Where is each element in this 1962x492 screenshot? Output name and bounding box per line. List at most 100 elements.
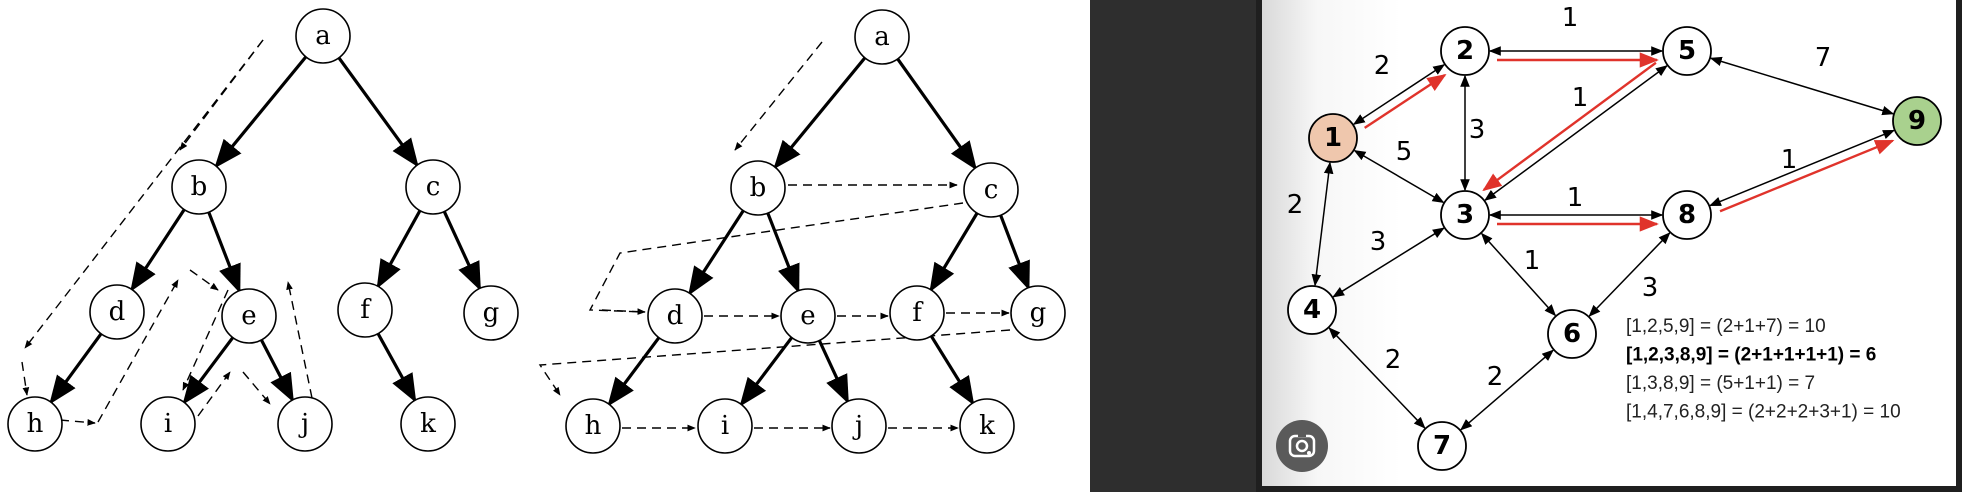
dfs-trav-i-e (197, 371, 231, 417)
edge-8-9 (1709, 129, 1895, 207)
google-lens-button[interactable] (1276, 420, 1328, 472)
dfs-trav-to-h (24, 39, 264, 349)
edge-4-7 (1328, 327, 1426, 429)
graph-node-2: 2 (1440, 26, 1490, 76)
bfs-edge-d-h (607, 336, 661, 407)
dfs-node-label-a: a (315, 21, 331, 51)
dfs-node-label-g: g (483, 298, 500, 328)
dfs-edge-c-g (442, 210, 482, 292)
bfs-edge-b-e (766, 212, 800, 294)
bfs-node-label-a: a (874, 22, 890, 52)
highlight-8-9 (1719, 139, 1895, 213)
bfs-edge-c-g (999, 214, 1030, 291)
dfs-node-label-f: f (360, 295, 372, 325)
dfs-trav-h-d (97, 279, 179, 423)
edge-3-5 (1484, 65, 1668, 201)
edge-3-4 (1332, 227, 1445, 298)
highlight-1-2 (1364, 73, 1447, 129)
bfs-node-label-i: i (721, 411, 729, 441)
dfs-trav-e-j (242, 371, 271, 405)
dark-divider (1090, 0, 1256, 492)
bfs-node-label-g: g (1030, 298, 1047, 328)
edge-5-9 (1709, 56, 1895, 116)
dfs-trav-d-e (189, 269, 219, 291)
dfs-trav-j-up (286, 281, 313, 399)
dfs-node-label-e: e (241, 301, 256, 331)
bfs-node-f: f (889, 285, 945, 341)
dfs-node-h: h (7, 396, 63, 452)
graph-node-label-7: 7 (1433, 431, 1451, 461)
bfs-edge-a-c (896, 58, 978, 171)
graph-node-label-8: 8 (1678, 200, 1696, 230)
dfs-edge-a-c (337, 56, 419, 168)
dfs-node-b: b (171, 159, 227, 215)
bfs-node-label-h: h (585, 411, 602, 441)
graph-node-label-1: 1 (1324, 123, 1342, 153)
edge-1-2 (1352, 64, 1446, 125)
weight-8-9: 1 (1781, 145, 1798, 175)
bfs-edge-a-b (773, 56, 867, 170)
bfs-trav-g-h (538, 329, 1011, 396)
graph-node-9: 9 (1892, 96, 1942, 146)
dfs-trav-h-in (21, 361, 30, 396)
dfs-node-c: c (405, 159, 461, 215)
bfs-edge-b-d (688, 209, 745, 296)
weight-3-8: 1 (1567, 183, 1584, 213)
dfs-node-label-i: i (164, 409, 172, 439)
bfs-node-g: g (1010, 285, 1066, 341)
weight-3-5: 1 (1572, 83, 1589, 113)
weight-1-2: 2 (1374, 51, 1391, 81)
dfs-node-f: f (337, 282, 393, 338)
weight-3-4: 3 (1370, 227, 1387, 257)
weight-3-6: 1 (1524, 246, 1541, 276)
graph-node-label-6: 6 (1563, 319, 1581, 349)
path-option-4: [1,4,7,6,8,9] = (2+2+2+3+1) = 10 (1626, 402, 1901, 423)
dfs-node-label-k: k (420, 409, 436, 439)
edge-6-7 (1460, 349, 1554, 431)
weight-6-7: 2 (1487, 362, 1504, 392)
bfs-node-label-e: e (800, 301, 815, 331)
weight-6-8: 3 (1642, 273, 1659, 303)
dfs-edge-d-h (49, 332, 103, 405)
bfs-node-label-j: j (852, 411, 863, 441)
path-option-2: [1,2,3,8,9] = (2+1+1+1+1) = 6 (1626, 345, 1876, 366)
bfs-node-label-k: k (979, 411, 995, 441)
weight-2-3: 3 (1469, 115, 1486, 145)
edge-1-4 (1311, 161, 1334, 287)
edge-1-3 (1353, 149, 1445, 204)
bfs-node-c: c (963, 162, 1019, 218)
dfs-edge-c-f (376, 209, 422, 289)
dfs-node-g: g (463, 285, 519, 341)
bfs-trav-a-b (734, 41, 823, 151)
dfs-node-label-b: b (191, 172, 208, 202)
dfs-edge-e-i (182, 336, 235, 405)
bfs-node-k: k (959, 398, 1015, 454)
bfs-node-label-c: c (984, 175, 999, 205)
dfs-node-e: e (221, 288, 277, 344)
weight-1-4: 2 (1287, 190, 1304, 220)
path-option-1: [1,2,5,9] = (2+1+7) = 10 (1626, 316, 1826, 337)
graph-node-7: 7 (1417, 421, 1467, 471)
graph-node-label-4: 4 (1303, 295, 1321, 325)
dfs-edge-b-e (207, 211, 241, 294)
path-option-3: [1,3,8,9] = (5+1+1) = 7 (1626, 373, 1815, 394)
dfs-node-d: d (89, 284, 145, 340)
dfs-trav-e-i (182, 289, 229, 391)
bfs-node-label-b: b (750, 173, 767, 203)
highlight-5-3 (1482, 61, 1657, 192)
bfs-edge-e-i (739, 336, 794, 407)
graph-node-label-2: 2 (1456, 36, 1474, 66)
graph-node-4: 4 (1287, 285, 1337, 335)
bfs-node-h: h (565, 398, 621, 454)
weight-4-7: 2 (1385, 345, 1402, 375)
dfs-trav-h-out (59, 419, 96, 426)
bfs-node-i: i (697, 398, 753, 454)
bfs-node-a: a (854, 9, 910, 65)
bfs-node-j: j (831, 398, 887, 454)
dfs-node-label-j: j (298, 409, 309, 439)
edge-3-6 (1480, 232, 1557, 317)
